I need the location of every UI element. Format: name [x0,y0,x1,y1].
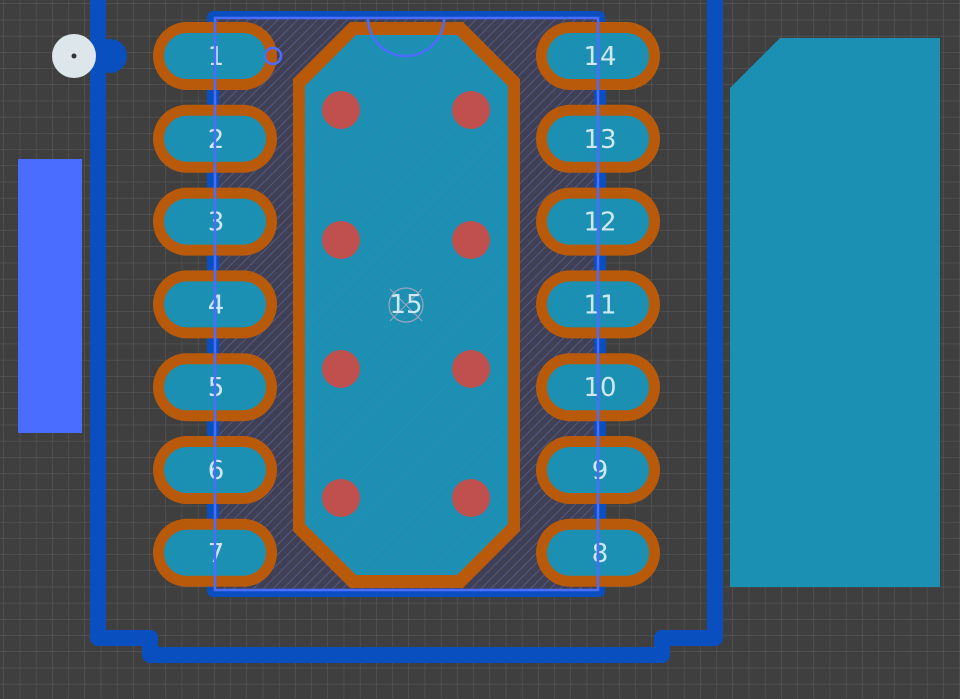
pad-label: 14 [583,42,616,72]
thermal-via[interactable] [322,350,360,388]
pad-label: 10 [583,373,616,403]
body-tab [594,504,606,519]
body-tab [594,172,606,188]
body-tab [594,90,606,105]
hole-center [71,53,77,59]
body-tab [594,338,606,354]
thermal-via[interactable] [452,91,490,129]
copper-pour-region[interactable] [730,38,940,587]
body-tab [207,338,219,354]
pin1-marker-icon [263,46,283,66]
center-pad-origin-icon [388,287,424,323]
body-tab [207,172,219,188]
left-silk-rect[interactable] [18,159,82,433]
body-tab [207,255,219,271]
thermal-via[interactable] [322,91,360,129]
pad-label: 9 [592,456,609,486]
pad-label: 8 [592,539,609,569]
center-pad-cross-icon [389,288,423,322]
pin1-notch [366,17,446,58]
center-pad-label: 15 [389,290,422,320]
thermal-via[interactable] [322,479,360,517]
body-tab [207,421,219,437]
thermal-via[interactable] [322,221,360,259]
body-tab [594,421,606,437]
pad-label: 12 [583,208,616,238]
courtyard-outline [213,16,600,592]
body-tab [594,255,606,271]
thermal-via[interactable] [452,221,490,259]
thermal-via[interactable] [452,350,490,388]
body-tab [207,90,219,105]
pad-label: 11 [583,290,616,320]
board-outline[interactable] [90,0,723,663]
thermal-via[interactable] [452,479,490,517]
hole-ring [93,39,127,73]
body-tab [207,504,219,519]
pad-label: 13 [583,125,616,155]
